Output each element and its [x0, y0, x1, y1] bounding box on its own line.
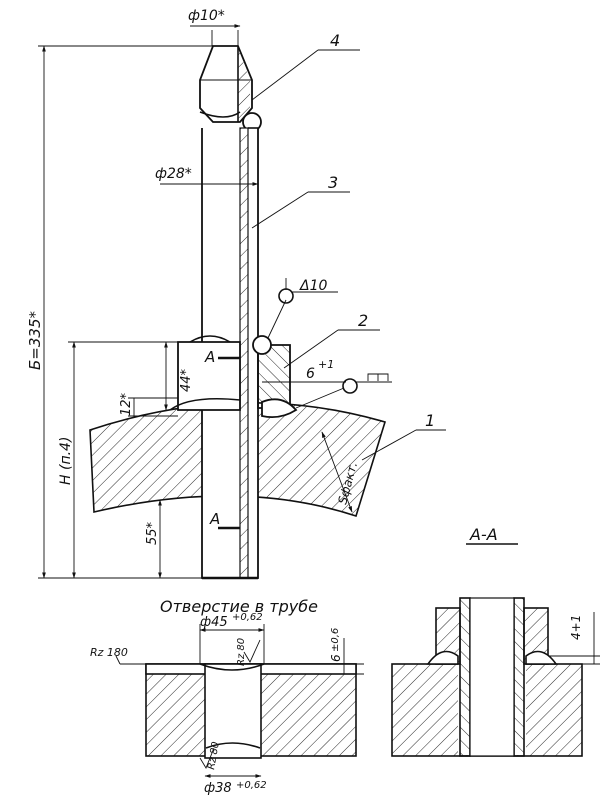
tube-wall-section [239, 127, 249, 579]
section-weld-right [525, 650, 558, 665]
dim-overall-height: Б=335* [26, 311, 44, 370]
callout-part-4: 4 [330, 31, 340, 50]
dim-lower-length: 55* [145, 521, 160, 545]
weld-type-icon [367, 373, 389, 381]
main-view: А А ф10* ф28* Б=335* H (п.4) 44* 12* 55* [26, 8, 446, 580]
roughness-icon [199, 747, 215, 770]
dim-boss-height: 44* [179, 368, 194, 392]
weld-all-around-icon [342, 378, 358, 394]
section-a-a: А-А 4+1 [391, 525, 600, 757]
boss-upper-weld [252, 335, 272, 355]
plug-neck [199, 111, 241, 118]
callout-part-1: 1 [425, 411, 435, 430]
section-title: А-А [469, 525, 498, 544]
boss-top-curve [189, 335, 231, 343]
dim-depth: 6 [329, 654, 343, 662]
section-weld-left [426, 650, 459, 665]
hole-top-curve [199, 663, 265, 671]
roughness-icon [115, 655, 121, 665]
dim-gap-tol: +1 [318, 358, 334, 371]
roughness-icon [243, 639, 261, 663]
dim-tube-diameter: ф28* [155, 166, 192, 182]
section-bore [469, 597, 515, 757]
leader-weld-lower [295, 387, 345, 409]
leader-weld-upper [267, 299, 287, 339]
section-mark-top: А [204, 348, 215, 366]
dim-hole-top: ф45 [200, 615, 228, 630]
dim-weld-height: 12* [119, 392, 134, 416]
section-tube-right [513, 597, 525, 757]
dim-line-wall [321, 431, 353, 513]
hole-detail: Отверстие в трубе ф45 +0,62 ф38 +0,62 Rz… [90, 597, 364, 796]
rz-bottom: Rz 80 [206, 741, 222, 771]
hole-detail-title: Отверстие в трубе [160, 597, 318, 616]
left-fillet [169, 397, 241, 411]
leader-part-2 [283, 329, 339, 369]
hole-bottom-curve [205, 742, 261, 749]
weld-mark: Δ10 [299, 278, 327, 294]
dim-top-diameter: ф10* [188, 8, 225, 24]
plug-section-hatch [238, 48, 250, 120]
leader-part-1 [361, 429, 417, 461]
rz-inner: Rz 80 [236, 638, 247, 666]
dim-hole-bottom: ф38 [204, 781, 232, 796]
dim-section-gap: 4+1 [569, 615, 583, 640]
callout-part-3: 3 [328, 173, 338, 192]
rz-outer: Rz 180 [90, 646, 128, 659]
section-tube-left [459, 597, 471, 757]
leader-part-3 [251, 191, 309, 229]
callout-part-2: 2 [358, 311, 368, 330]
dim-hole-top-tol: +0,62 [232, 612, 263, 623]
dim-height-h: H (п.4) [58, 437, 74, 485]
dim-gap: 6 [306, 366, 315, 382]
dim-depth-tol: ±0,6 [330, 628, 341, 652]
boss-lower-weld [261, 398, 298, 419]
dim-hole-bottom-tol: +0,62 [236, 780, 267, 791]
leader-part-4 [251, 49, 319, 101]
section-mark-bottom: А [209, 510, 220, 528]
